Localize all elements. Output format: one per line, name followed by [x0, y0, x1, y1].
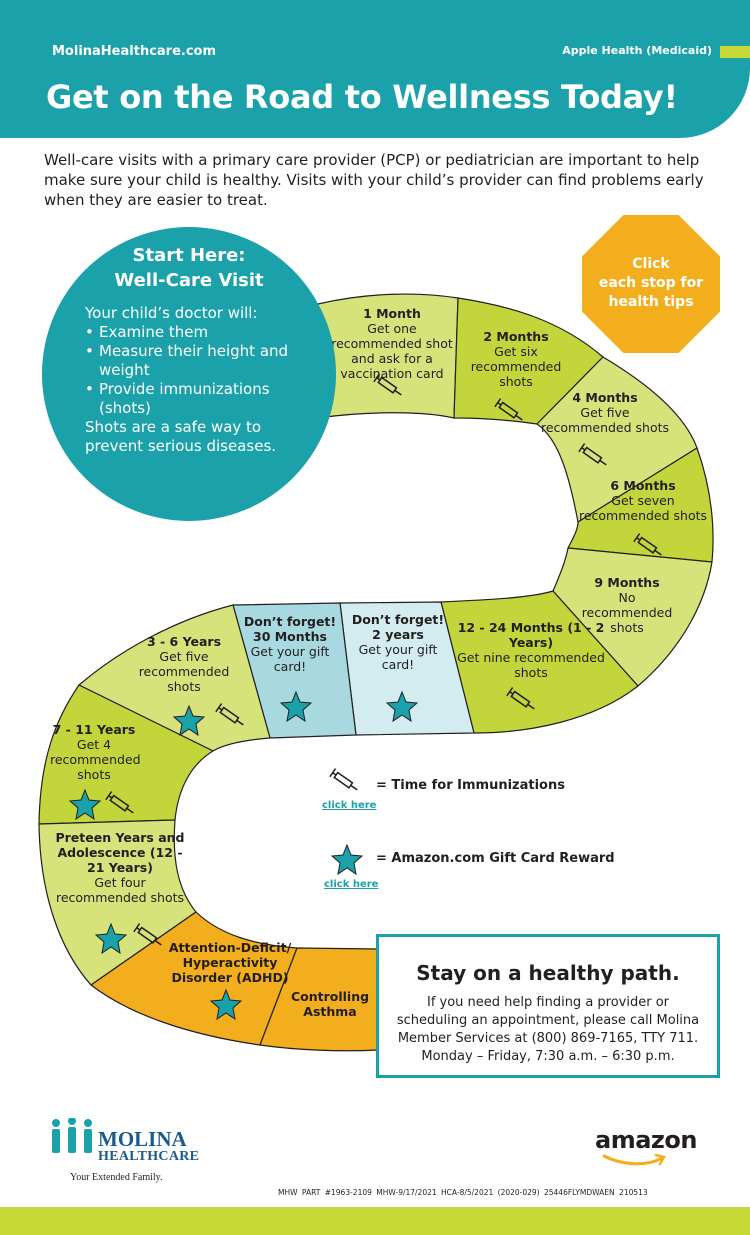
- page-title: Get on the Road to Wellness Today!: [46, 78, 678, 116]
- stop-9-months: [552, 547, 713, 687]
- amazon-smile-icon: [602, 1153, 666, 1166]
- healthy-path-box: Stay on a healthy path. If you need help…: [376, 934, 720, 1078]
- star-icon[interactable]: [385, 690, 419, 723]
- header-banner: MolinaHealthcare.com Apple Health (Medic…: [0, 0, 750, 138]
- start-body: Your child’s doctor will: Examine them M…: [85, 304, 305, 456]
- star-icon[interactable]: [94, 922, 128, 955]
- stop-7-11-years: [38, 684, 214, 825]
- syringe-icon[interactable]: [578, 443, 609, 469]
- molina-logo-text: MOLINA: [98, 1127, 187, 1151]
- click-here-link[interactable]: click here: [324, 879, 379, 890]
- click-stop-callout: Click each stop for health tips: [582, 215, 720, 353]
- bullet-item: Examine them: [85, 323, 305, 342]
- star-icon[interactable]: [279, 690, 313, 723]
- syringe-icon[interactable]: [329, 768, 360, 794]
- footer-bar: [0, 1207, 750, 1235]
- click-here-link[interactable]: click here: [322, 800, 377, 811]
- amazon-logo: amazon: [595, 1126, 697, 1154]
- stop-preteen: [38, 819, 197, 986]
- molina-people-icon: [52, 1118, 92, 1153]
- syringe-icon[interactable]: [494, 398, 525, 424]
- site-url[interactable]: MolinaHealthcare.com: [52, 44, 217, 59]
- stop-label-12-24-months[interactable]: 12 - 24 Months (1 - 2 Years)Get nine rec…: [457, 620, 605, 680]
- syringe-icon[interactable]: [133, 923, 164, 949]
- syringe-icon[interactable]: [373, 373, 404, 399]
- program-label: Apple Health (Medicaid): [562, 44, 712, 57]
- syringe-icon[interactable]: [506, 687, 537, 713]
- start-title: Start Here: Well-Care Visit: [114, 245, 264, 291]
- star-icon[interactable]: [172, 704, 206, 737]
- syringe-icon[interactable]: [215, 703, 246, 729]
- footer-part-codes: MHW PART #1963-2109 MHW-9/17/2021 HCA-8/…: [278, 1188, 648, 1197]
- bullet-item: Measure their height and weight: [85, 342, 305, 380]
- bullet-item: Provide immunizations (shots): [85, 380, 305, 418]
- start-here-circle[interactable]: Start Here: Well-Care Visit Your child’s…: [42, 227, 336, 521]
- cta-body: If you need help finding a provider or s…: [396, 995, 700, 1064]
- syringe-icon[interactable]: [105, 791, 136, 817]
- stop-label-asthma[interactable]: Controlling Asthma: [290, 989, 370, 1019]
- star-icon[interactable]: [209, 988, 243, 1021]
- molina-logo-subtext: HEALTHCARE: [98, 1149, 200, 1164]
- stop-label-preteen[interactable]: Preteen Years and Adolescence (12 - 21 Y…: [55, 830, 185, 905]
- stop-label-adhd[interactable]: Attention-Deficit/ Hyperactivity Disorde…: [168, 940, 292, 985]
- header-accent-bar: [720, 46, 750, 58]
- star-icon[interactable]: [68, 788, 102, 821]
- legend-immunizations: = Time for Immunizations: [376, 778, 565, 793]
- star-icon[interactable]: [330, 843, 364, 876]
- stop-adhd: [90, 911, 298, 1046]
- legend-giftcard: = Amazon.com Gift Card Reward: [376, 851, 615, 866]
- syringe-icon[interactable]: [633, 533, 664, 559]
- molina-tagline: Your Extended Family.: [70, 1172, 163, 1183]
- cta-title: Stay on a healthy path.: [416, 961, 680, 985]
- intro-paragraph: Well-care visits with a primary care pro…: [44, 151, 704, 209]
